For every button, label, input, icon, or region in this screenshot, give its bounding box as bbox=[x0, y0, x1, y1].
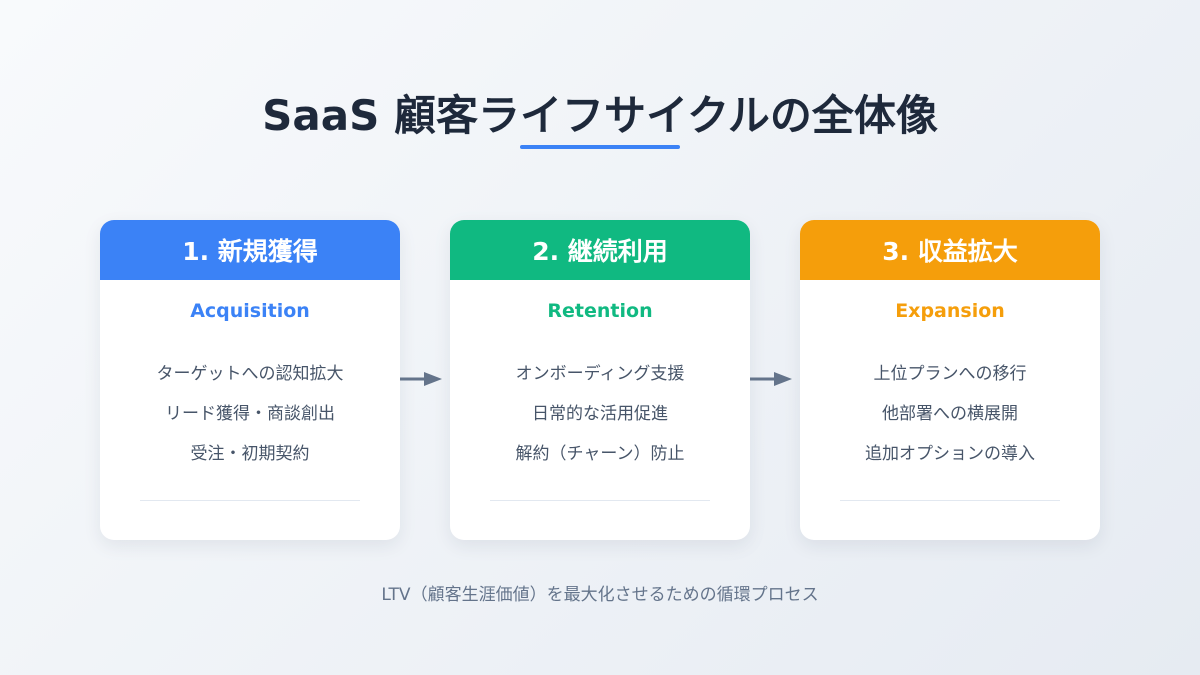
card-header: 2. 継続利用 bbox=[450, 220, 750, 280]
list-item: リード獲得・商談創出 bbox=[165, 404, 335, 424]
card-acquisition: 1. 新規獲得 Acquisition ターゲットへの認知拡大 リード獲得・商談… bbox=[100, 220, 400, 540]
divider bbox=[490, 500, 710, 501]
list-item: 追加オプションの導入 bbox=[865, 444, 1035, 464]
card-heading: 3. 収益拡大 bbox=[882, 237, 1018, 266]
card-header: 3. 収益拡大 bbox=[800, 220, 1100, 280]
list-item: 他部署への横展開 bbox=[882, 404, 1018, 424]
card-subtitle: Expansion bbox=[895, 300, 1005, 322]
divider bbox=[140, 500, 360, 501]
card-header: 1. 新規獲得 bbox=[100, 220, 400, 280]
card-heading: 2. 継続利用 bbox=[532, 237, 668, 266]
list-item: 受注・初期契約 bbox=[190, 444, 310, 464]
footer-caption: LTV（顧客生涯価値）を最大化させるための循環プロセス bbox=[381, 585, 819, 605]
arrow-right-icon bbox=[750, 372, 792, 386]
title-underline bbox=[520, 145, 680, 149]
list-item: 解約（チャーン）防止 bbox=[515, 444, 685, 464]
card-heading: 1. 新規獲得 bbox=[182, 237, 318, 266]
card-subtitle: Acquisition bbox=[190, 300, 310, 322]
list-item: 日常的な活用促進 bbox=[532, 404, 668, 424]
list-item: ターゲットへの認知拡大 bbox=[156, 364, 344, 384]
list-item: オンボーディング支援 bbox=[515, 364, 685, 384]
card-retention: 2. 継続利用 Retention オンボーディング支援 日常的な活用促進 解約… bbox=[450, 220, 750, 540]
divider bbox=[840, 500, 1060, 501]
arrow-right-icon bbox=[400, 372, 442, 386]
page-title: SaaS 顧客ライフサイクルの全体像 bbox=[262, 91, 938, 140]
list-item: 上位プランへの移行 bbox=[873, 364, 1027, 384]
card-subtitle: Retention bbox=[547, 300, 653, 322]
card-expansion: 3. 収益拡大 Expansion 上位プランへの移行 他部署への横展開 追加オ… bbox=[800, 220, 1100, 540]
